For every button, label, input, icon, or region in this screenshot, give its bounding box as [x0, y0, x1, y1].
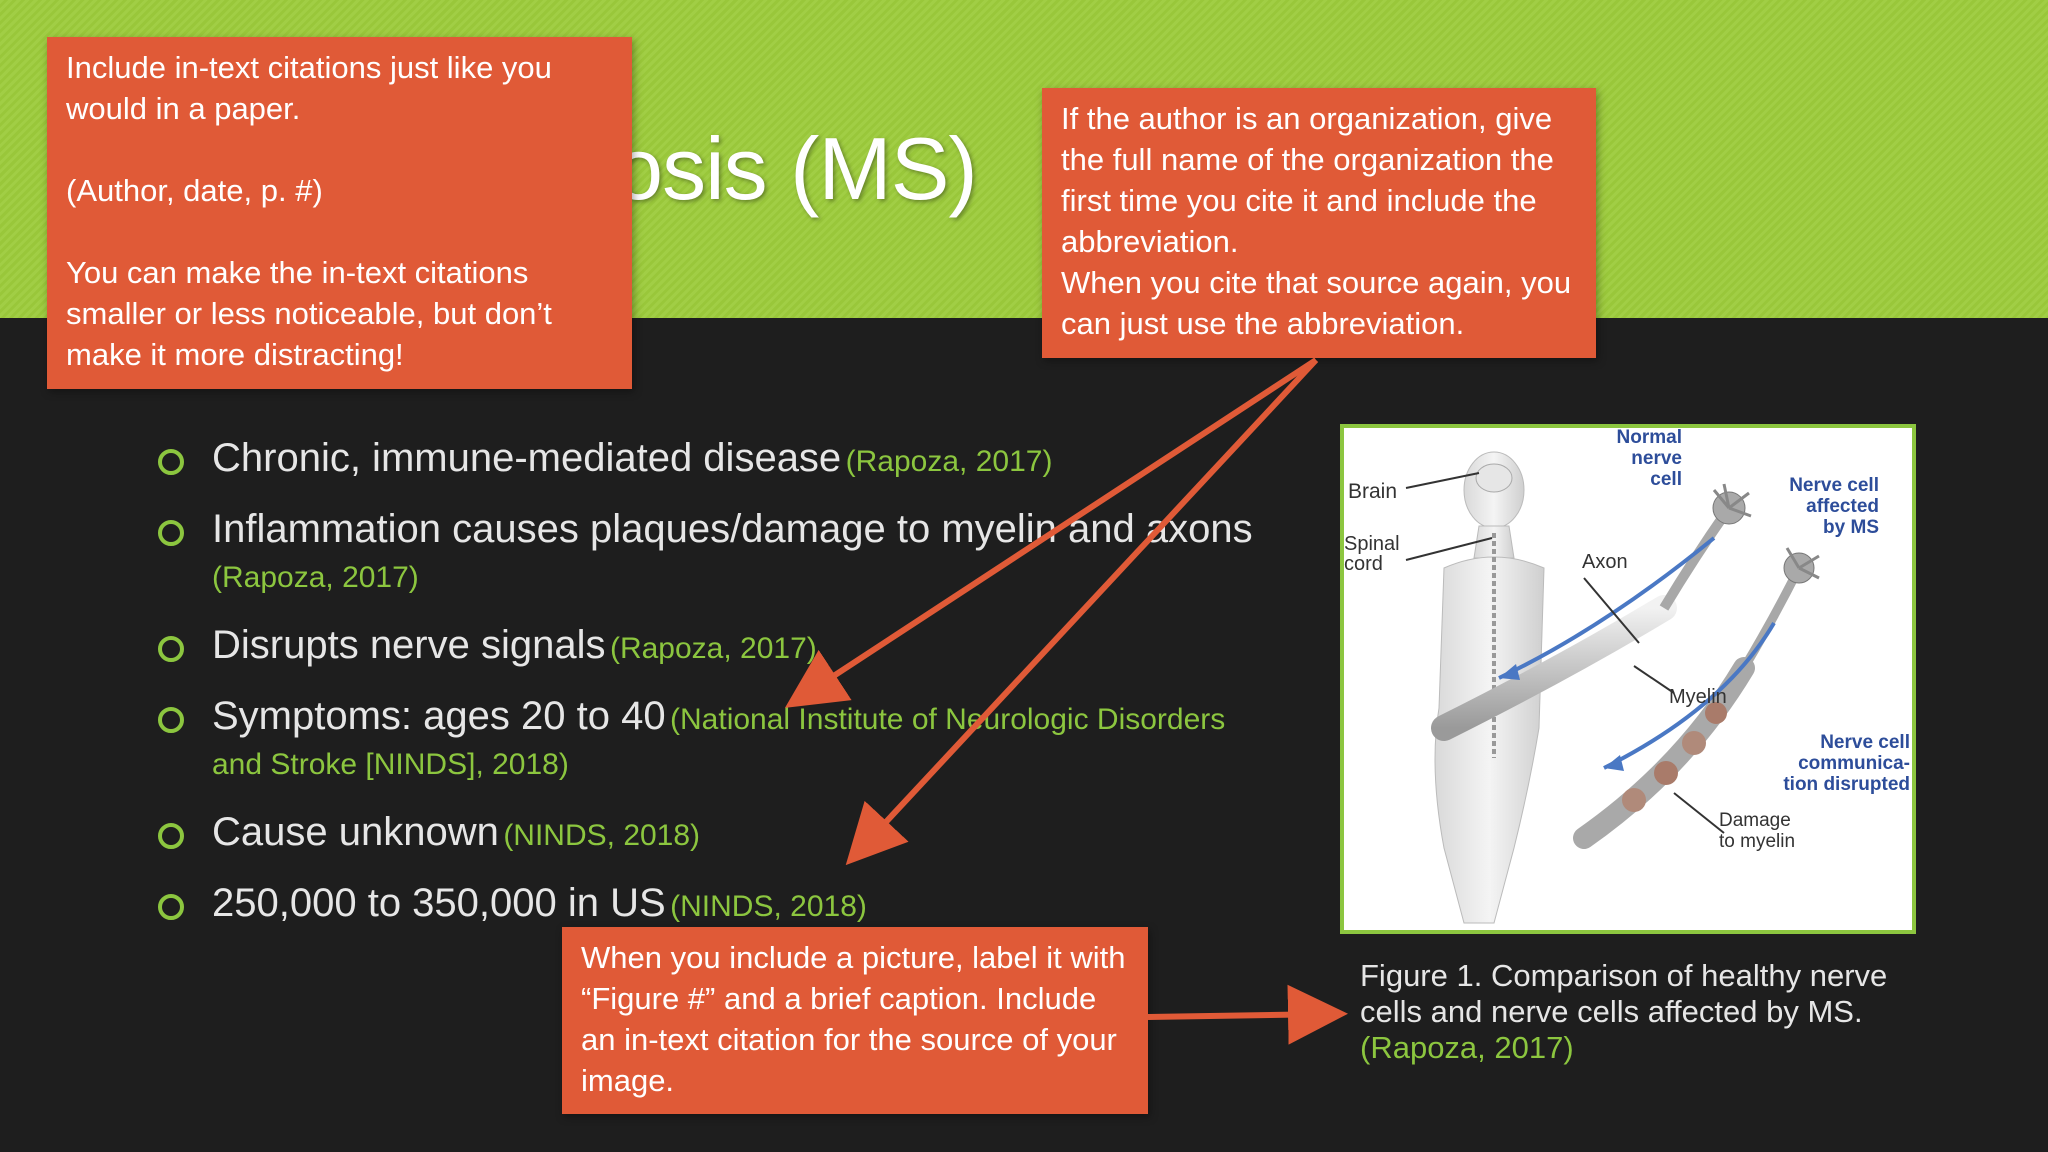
damaged-axon [1573, 547, 1820, 849]
bullet-citation: (Rapoza, 2017) [212, 561, 419, 594]
list-item: Cause unknown (NINDS, 2018) [150, 812, 1270, 861]
bullet-text: 250,000 to 350,000 in US [212, 881, 666, 925]
callout-organization: If the author is an organization, give t… [1042, 88, 1596, 358]
label-damage-1: Damage [1719, 810, 1791, 831]
bullet-circle-icon [158, 449, 184, 475]
bullet-citation: (Rapoza, 2017) [609, 632, 817, 665]
label-affected-1: Nerve cell [1789, 475, 1879, 496]
bullet-text: Disrupts nerve signals [212, 623, 606, 667]
nerve-illustration: Brain Spinal cord Axon Myelin Normal ner… [1344, 427, 1910, 924]
bullet-circle-icon [158, 894, 184, 920]
bullet-circle-icon [158, 636, 184, 662]
label-myelin: Myelin [1669, 686, 1727, 708]
label-cell: cell [1650, 469, 1682, 490]
label-comm-3: tion disrupted [1783, 774, 1910, 795]
label-comm-2: communica- [1798, 753, 1910, 774]
label-cord: cord [1344, 553, 1383, 575]
human-figure [1434, 451, 1545, 924]
bullet-text: Chronic, immune-mediated disease [212, 436, 842, 480]
callout-organization-text: If the author is an organization, give t… [1061, 101, 1572, 341]
list-item: 250,000 to 350,000 in US (NINDS, 2018) [150, 883, 1270, 932]
figure-caption: Figure 1. Comparison of healthy nerve ce… [1360, 958, 1920, 1066]
bullet-text: Inflammation causes plaques/damage to my… [212, 507, 1253, 551]
list-item: Symptoms: ages 20 to 40 (National Instit… [150, 696, 1270, 790]
list-item: Disrupts nerve signals (Rapoza, 2017) [150, 625, 1270, 674]
label-affected-3: by MS [1823, 517, 1879, 538]
label-damage-2: to myelin [1719, 831, 1795, 852]
label-brain: Brain [1348, 480, 1397, 503]
bullet-citation: (NINDS, 2018) [503, 819, 701, 852]
callout-picture-text: When you include a picture, label it wit… [581, 940, 1126, 1098]
bullet-circle-icon [158, 520, 184, 546]
label-affected-2: affected [1806, 496, 1879, 517]
bullet-citation: (Rapoza, 2017) [845, 445, 1053, 478]
bullet-text: Symptoms: ages 20 to 40 [212, 694, 666, 738]
bullet-list: Chronic, immune-mediated disease (Rapoza… [150, 438, 1270, 954]
list-item: Chronic, immune-mediated disease (Rapoza… [150, 438, 1270, 487]
arrow-to-figure-caption [1147, 984, 1348, 1045]
label-comm-1: Nerve cell [1820, 732, 1910, 753]
label-spinal: Spinal [1344, 533, 1400, 555]
label-axon: Axon [1582, 551, 1628, 573]
figure-caption-text: Figure 1. Comparison of healthy nerve ce… [1360, 958, 1888, 1029]
figure-citation: (Rapoza, 2017) [1360, 1030, 1574, 1065]
label-nerve: nerve [1631, 448, 1682, 469]
nerve-cell-figure: Brain Spinal cord Axon Myelin Normal ner… [1340, 424, 1916, 934]
bullet-text: Cause unknown [212, 810, 499, 854]
callout-citations: Include in-text citations just like you … [47, 37, 632, 389]
list-item: Inflammation causes plaques/damage to my… [150, 509, 1270, 603]
bullet-circle-icon [158, 707, 184, 733]
healthy-axon [1431, 483, 1752, 741]
callout-picture: When you include a picture, label it wit… [562, 927, 1148, 1114]
bullet-citation: (NINDS, 2018) [670, 890, 867, 923]
bullet-circle-icon [158, 823, 184, 849]
callout-citations-text: Include in-text citations just like you … [66, 50, 552, 372]
label-normal: Normal [1617, 428, 1682, 448]
